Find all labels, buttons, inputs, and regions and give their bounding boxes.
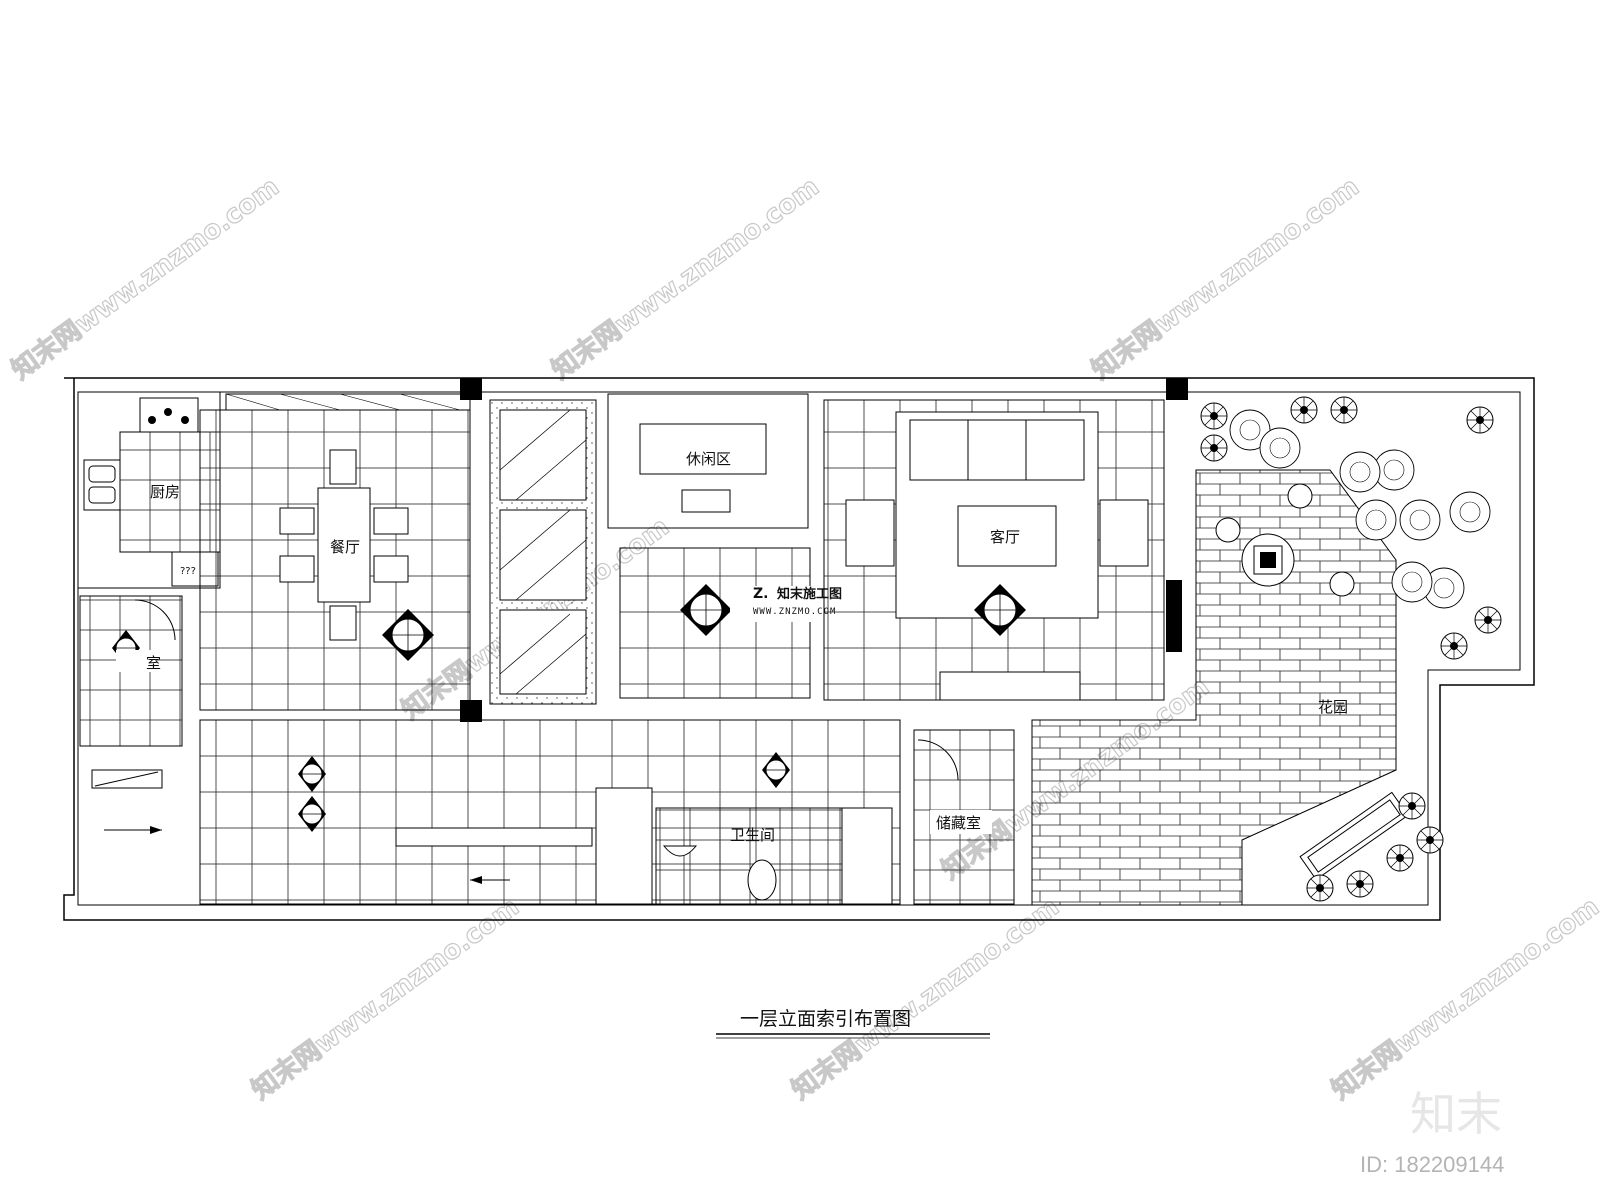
watermark: 知末网www.znzmo.com: [546, 172, 824, 386]
bathroom-label: 卫生间: [730, 826, 775, 844]
living-room: 客厅: [823, 399, 1165, 701]
drawing-title-text: 一层立面索引布置图: [740, 1008, 911, 1030]
corner-logo: 知末: [1410, 1087, 1502, 1141]
small-room-label: 室: [146, 654, 161, 672]
storage-label: 储藏室: [936, 814, 981, 832]
leisure-label: 休闲区: [686, 450, 731, 468]
kitchen: 厨房 ???: [77, 391, 221, 589]
kitchen-label: 厨房: [150, 483, 180, 501]
unknown-box-label: ???: [180, 566, 196, 577]
building-outline: [63, 377, 1535, 921]
columns: [460, 378, 1188, 722]
watermark: 知末网www.znzmo.com: [6, 172, 284, 386]
glass-partition: [489, 399, 597, 705]
watermark: 知末网www.znzmo.com: [246, 892, 524, 1106]
storage-room: 储藏室: [913, 729, 1015, 905]
dining-area: 餐厅: [199, 393, 471, 711]
small-room: 室: [79, 595, 183, 834]
watermark: 知末网www.znzmo.com: [786, 892, 1064, 1106]
living-label: 客厅: [990, 528, 1020, 546]
svg-text:Z.: Z.: [753, 586, 768, 602]
inline-logo-en: WWW.ZNZMO.COM: [753, 607, 836, 617]
watermark: 知末网www.znzmo.com: [1086, 172, 1364, 386]
arrow-icon: [470, 876, 482, 884]
dining-label: 餐厅: [330, 538, 360, 556]
garden-label: 花园: [1318, 698, 1348, 716]
image-id: ID: 182209144: [1360, 1152, 1504, 1177]
garden: 花园: [1031, 469, 1409, 906]
bathroom: 卫生间: [655, 807, 893, 905]
watermark: 知末网www.znzmo.com: [1326, 892, 1600, 1106]
drawing-title: 一层立面索引布置图: [716, 1008, 990, 1039]
arrow-icon: [150, 826, 162, 834]
